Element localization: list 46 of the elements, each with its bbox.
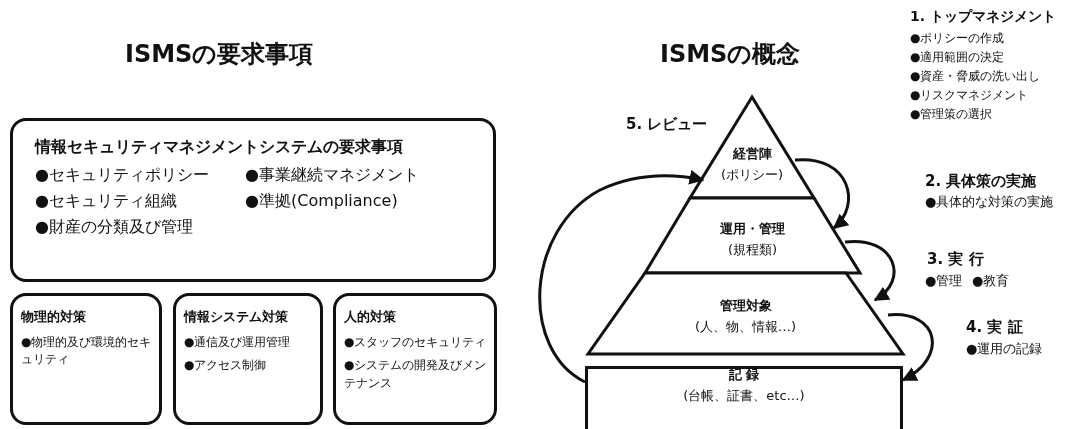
bullet-item: ●アクセス制御 <box>184 357 268 375</box>
tier-subtitle: (規程類) <box>727 241 778 259</box>
tier-subtitle: (人、物、情報…) <box>694 318 797 336</box>
bullet-item: ●リスクマネジメント <box>910 87 1029 104</box>
curved-arrow <box>538 170 705 384</box>
bullet-item: ●適用範囲の決定 <box>910 49 1005 66</box>
box-heading: 情報システム対策 <box>184 308 289 326</box>
bullet-item: ●セキュリティポリシー <box>35 165 210 186</box>
step-title: 1. トップマネジメント <box>910 8 1056 26</box>
tier-subtitle: (台帳、証書、etc…) <box>683 387 805 405</box>
tier-title: 運用・管理 <box>720 220 785 238</box>
heading: ISMSの概念 <box>660 39 801 70</box>
curved-arrow <box>844 240 896 302</box>
box-heading: 人的対策 <box>344 308 397 326</box>
heading: ISMSの要求事項 <box>125 39 314 70</box>
rounded-box <box>10 118 496 282</box>
bullet-item: ●物理的及び環境的セキュリティ <box>21 334 153 369</box>
box-heading: 物理的対策 <box>21 308 87 326</box>
bullet-item: ●ポリシーの作成 <box>910 30 1005 47</box>
curved-arrow <box>887 313 934 382</box>
tier-title: 経営陣 <box>732 145 772 163</box>
step-title: 5. レビュー <box>626 115 708 134</box>
bullet-item: ●教育 <box>972 272 1010 290</box>
bullet-item: ●スタッフのセキュリティ <box>344 334 488 351</box>
rounded-box <box>173 293 323 425</box>
bullet-item: ●事業継続マネジメント <box>245 165 420 186</box>
bullet-item: ●セキュリティ組織 <box>35 191 178 212</box>
rounded-box <box>10 293 162 425</box>
bullet-item: ●管理 <box>925 272 963 290</box>
rounded-box <box>333 293 497 425</box>
bullet-item: ●資産・脅威の洗い出し <box>910 68 1041 85</box>
tier-title: 記 録 <box>728 366 760 384</box>
bullet-item: ●管理策の選択 <box>910 106 993 123</box>
bullet-item: ●運用の記録 <box>966 340 1043 358</box>
bullet-item: ●システムの開発及びメンテナンス <box>344 357 488 392</box>
step-title: 2. 具体策の実施 <box>925 172 1037 191</box>
tier-subtitle: (ポリシー) <box>720 166 784 184</box>
tier-title: 管理対象 <box>719 297 772 315</box>
bullet-item: ●準拠(Compliance) <box>245 191 399 212</box>
bullet-item: ●通信及び運用管理 <box>184 334 292 351</box>
bullet-item: ●財産の分類及び管理 <box>35 217 194 238</box>
box-heading: 情報セキュリティマネジメントシステムの要求事項 <box>35 137 404 158</box>
curved-arrow <box>795 158 850 230</box>
bullet-item: ●具体的な対策の実施 <box>925 193 1054 211</box>
step-title: 3. 実 行 <box>927 250 984 269</box>
step-title: 4. 実 証 <box>966 318 1023 337</box>
